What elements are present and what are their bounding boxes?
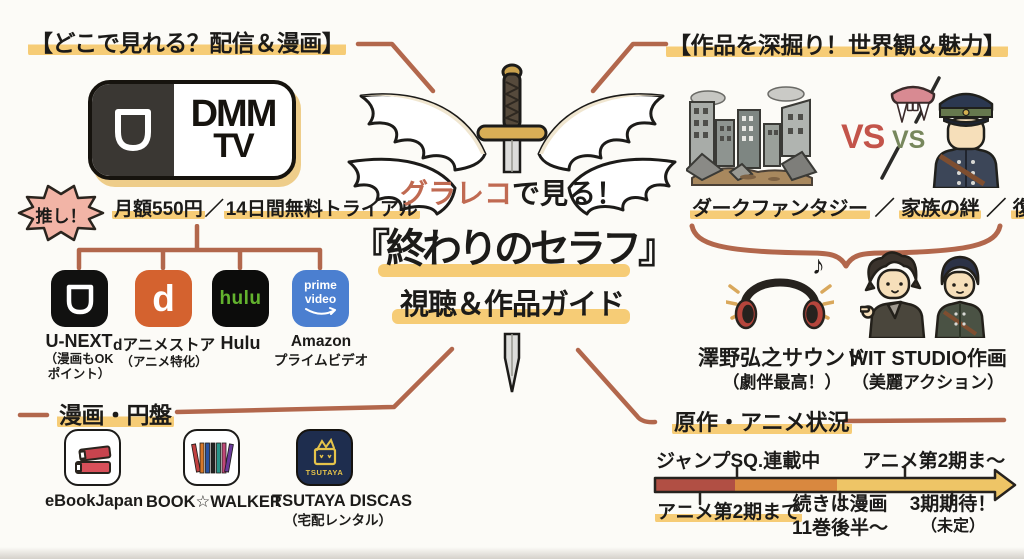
ebookjapan-tile bbox=[64, 429, 121, 486]
dmm-logo-text: DMM TV bbox=[190, 93, 278, 165]
d-anime-tile: d bbox=[135, 270, 192, 327]
status-below-right-label: 3期期待！ （未定） bbox=[909, 494, 997, 535]
genre-line: ダークファンタジー ／ 家族の絆 ／ 復讐 bbox=[690, 192, 1024, 221]
status-timeline-arrow bbox=[653, 464, 1017, 506]
title-underline bbox=[378, 264, 630, 277]
vs-minor-label: VS bbox=[892, 126, 926, 154]
dmm-price: 月額550円 bbox=[112, 199, 205, 220]
store-note: （宅配レンタル） bbox=[284, 513, 392, 528]
price-separator: ／ bbox=[204, 199, 224, 220]
d-anime-store-icon: d bbox=[152, 278, 175, 319]
sound-title: 澤野弘之サウンド bbox=[698, 347, 866, 370]
sword-wings-illustration bbox=[347, 63, 677, 393]
dmm-shield-icon bbox=[92, 84, 174, 176]
amazon-smile-icon bbox=[304, 306, 336, 315]
genre-separator: ／ bbox=[986, 198, 1006, 220]
center-kicker-rest: で見る！ bbox=[512, 178, 625, 209]
center-kicker: グラレコで見る！ bbox=[340, 172, 684, 212]
oshi-badge-star bbox=[17, 184, 105, 242]
service-name: dアニメストア bbox=[113, 337, 216, 354]
hulu-tile: hulu bbox=[212, 270, 269, 327]
service-name: Amazon bbox=[290, 333, 352, 350]
ebookjapan-books-icon bbox=[74, 444, 111, 474]
dmm-price-line: 月額550円／14日間無料トライアル bbox=[112, 194, 420, 221]
bottom-edge-shadow bbox=[0, 547, 1024, 559]
dmm-trial: 14日間無料トライアル bbox=[223, 199, 420, 220]
prime-video-icon: prime bbox=[304, 278, 337, 293]
status-above-left-label: ジャンプSQ.連載中 bbox=[656, 451, 821, 472]
status-above-right-label: アニメ第2期ま〜 bbox=[862, 451, 1006, 472]
characters-illustration bbox=[860, 251, 986, 338]
soldier-illustration bbox=[932, 92, 1000, 188]
status-below-mid-label: 続きは漫画 11巻後半〜 bbox=[791, 494, 889, 539]
service-name: U-NEXT bbox=[45, 331, 113, 351]
page-title: 『終わりのセラフ』 bbox=[350, 227, 678, 271]
sound-note: （劇伴最高！） bbox=[722, 373, 842, 392]
center-kicker-accent: グラレコ bbox=[399, 178, 512, 209]
genre-revenge: 復讐 bbox=[1010, 198, 1024, 220]
service-tree-connector bbox=[76, 224, 323, 270]
status-below-first-label: アニメ第2期まで bbox=[655, 502, 803, 523]
page-subtitle: 視聴＆作品ガイド bbox=[399, 289, 625, 321]
service-note: （アニメ特化） bbox=[120, 355, 208, 369]
service-note: プライムビデオ bbox=[273, 353, 369, 368]
art-title: WIT STUDIO作画 bbox=[849, 348, 1007, 370]
subtitle-underline bbox=[392, 309, 630, 324]
vs-major-label: VS bbox=[841, 118, 885, 156]
manga-heading: 漫画・円盤 bbox=[57, 402, 174, 428]
status-heading: 原作・アニメ状況 bbox=[672, 410, 852, 435]
tsutaya-tv-icon bbox=[313, 438, 336, 466]
world-heading: 【作品を深掘り！世界観＆魅力】 bbox=[666, 32, 1008, 58]
bookwalker-spines-icon bbox=[190, 442, 234, 473]
prime-video-icon-line2: video bbox=[304, 291, 337, 306]
bookwalker-tile bbox=[183, 429, 240, 486]
streaming-heading: 【どこで見れる？配信＆漫画】 bbox=[28, 30, 347, 56]
music-note-icon: ♪ bbox=[812, 250, 825, 280]
art-note: （美麗アクション） bbox=[851, 373, 1005, 392]
tsutaya-tile: TSUTAYA bbox=[296, 429, 353, 486]
u-next-tile bbox=[51, 270, 108, 327]
service-name: Hulu bbox=[220, 333, 261, 353]
ruined-city-illustration bbox=[686, 86, 818, 186]
genre-separator: ／ bbox=[874, 198, 895, 220]
prime-video-tile: prime video bbox=[292, 270, 349, 327]
store-name: TSUTAYA DISCAS bbox=[272, 492, 412, 510]
service-note: （漫画もOK ポイント） bbox=[44, 352, 114, 381]
oshi-badge-label: 推し！ bbox=[35, 207, 87, 226]
store-name: eBookJapan bbox=[44, 492, 144, 510]
genre-family-bond: 家族の絆 bbox=[899, 198, 982, 220]
dmm-tv-logo: DMM TV bbox=[88, 80, 296, 180]
genre-dark-fantasy: ダークファンタジー bbox=[690, 198, 870, 220]
u-next-shield-icon bbox=[66, 284, 93, 314]
headphones-illustration bbox=[726, 278, 834, 330]
hulu-icon: hulu bbox=[219, 287, 262, 309]
store-name: BOOK☆WALKER bbox=[146, 493, 282, 511]
tsutaya-wordmark: TSUTAYA bbox=[305, 468, 344, 477]
